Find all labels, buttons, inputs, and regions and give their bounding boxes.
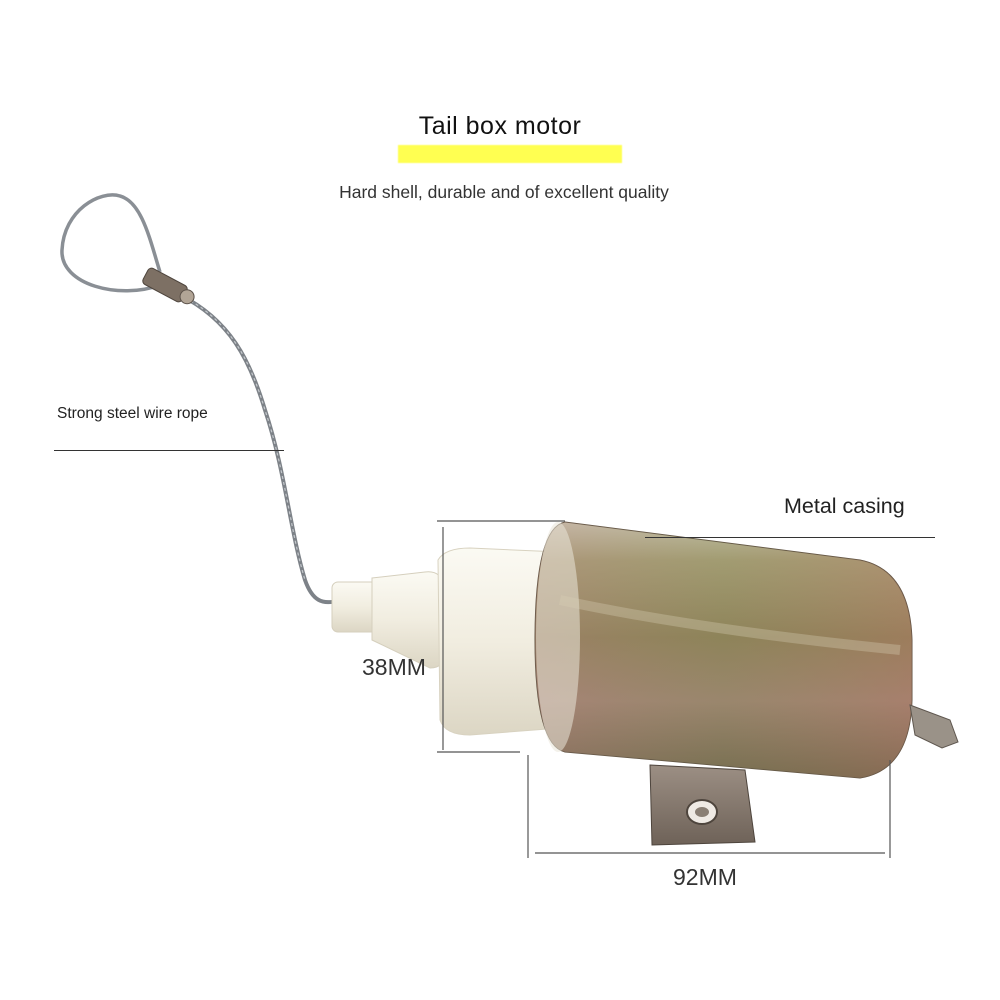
steel-wire-rope <box>60 193 341 605</box>
metal-casing <box>534 521 959 779</box>
casing-callout-line <box>645 537 935 538</box>
page-subtitle: Hard shell, durable and of excellent qua… <box>339 182 669 202</box>
wire-callout-label: Strong steel wire rope <box>57 405 208 422</box>
diameter-dimension-label: 38MM <box>362 654 426 680</box>
dimension-lines <box>437 520 891 858</box>
wire-clamp <box>142 267 195 305</box>
casing-callout-label: Metal casing <box>784 494 905 518</box>
page-title: Tail box motor <box>418 112 582 140</box>
wire-callout-line <box>54 450 284 451</box>
length-dimension-label: 92MM <box>673 864 737 890</box>
mounting-bracket <box>649 764 756 846</box>
plastic-plunger-cap <box>331 547 561 736</box>
title-highlight <box>398 145 622 163</box>
